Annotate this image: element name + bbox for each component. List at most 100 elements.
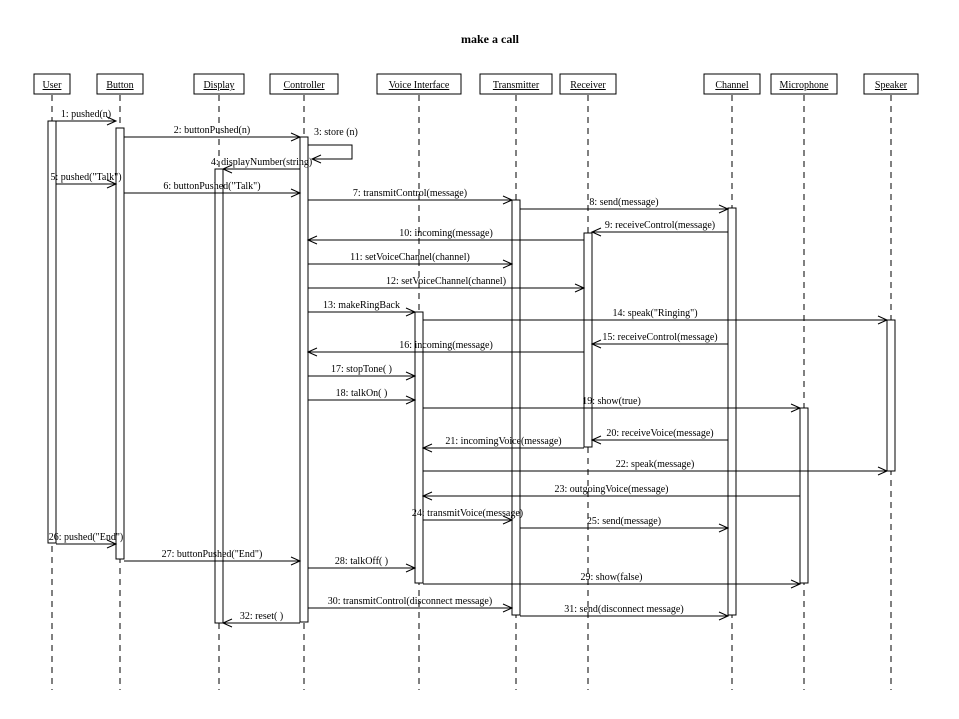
arrowhead	[502, 515, 514, 525]
message-12: 12: setVoiceChannel(channel)	[308, 276, 586, 293]
object-button: Button	[96, 73, 144, 95]
object-receiver: Receiver	[559, 73, 617, 95]
message-label: 8: send(message)	[589, 197, 658, 208]
object-box	[96, 73, 144, 95]
message-label: 5: pushed("Talk")	[50, 172, 121, 183]
arrowhead	[790, 403, 802, 413]
message-21: 21: incomingVoice(message)	[421, 436, 584, 453]
object-microphone: Microphone	[770, 73, 838, 95]
arrowhead	[405, 395, 417, 405]
arrowhead	[290, 556, 302, 566]
object-label: Channel	[715, 80, 749, 91]
arrowhead	[502, 603, 514, 613]
message-1: 1: pushed(n)	[56, 109, 118, 126]
object-label: Transmitter	[493, 80, 540, 91]
object-box	[559, 73, 617, 95]
message-label: 1: pushed(n)	[61, 109, 111, 120]
object-label: User	[43, 80, 63, 91]
message-20: 20: receiveVoice(message)	[590, 428, 728, 445]
arrowhead	[310, 154, 322, 164]
message-label: 28: talkOff( )	[335, 556, 388, 567]
arrowhead	[405, 371, 417, 381]
message-5: 5: pushed("Talk")	[50, 172, 122, 189]
arrowhead	[877, 315, 889, 325]
activation-bars	[47, 120, 896, 624]
message-label: 14: speak("Ringing")	[612, 308, 697, 319]
message-label: 18: talkOn( )	[336, 388, 388, 399]
message-label: 25: send(message)	[587, 516, 661, 527]
object-channel: Channel	[703, 73, 761, 95]
message-label: 17: stopTone( )	[331, 364, 392, 375]
arrowhead	[590, 227, 602, 237]
message-13: 13: makeRingBack	[308, 300, 417, 317]
arrowhead	[405, 563, 417, 573]
object-box	[33, 73, 71, 95]
object-transmitter: Transmitter	[479, 73, 553, 95]
message-label: 22: speak(message)	[616, 459, 695, 470]
message-label: 23: outgoingVoice(message)	[555, 484, 669, 495]
message-6: 6: buttonPushed("Talk")	[124, 181, 302, 198]
message-2: 2: buttonPushed(n)	[124, 125, 302, 142]
arrowhead	[106, 539, 118, 549]
arrowhead	[502, 195, 514, 205]
message-label: 15: receiveControl(message)	[602, 332, 717, 343]
message-14: 14: speak("Ringing")	[423, 308, 889, 325]
activation-microphone	[799, 407, 809, 584]
arrowhead	[718, 611, 730, 621]
arrowhead	[590, 435, 602, 445]
message-label: 26: pushed("End")	[49, 532, 124, 543]
arrowhead	[590, 339, 602, 349]
object-label: Voice Interface	[389, 80, 450, 91]
object-box	[863, 73, 919, 95]
object-label: Controller	[283, 80, 325, 91]
activation-receiver	[583, 232, 593, 448]
object-label: Display	[203, 80, 234, 91]
message-label: 31: send(disconnect message)	[564, 604, 683, 615]
arrowhead	[790, 579, 802, 589]
arrowhead	[405, 307, 417, 317]
message-9: 9: receiveControl(message)	[590, 220, 728, 237]
message-label: 19: show(true)	[582, 396, 641, 407]
message-label: 6: buttonPushed("Talk")	[163, 181, 260, 192]
message-arrow	[308, 144, 353, 160]
object-box	[193, 73, 245, 95]
message-31: 31: send(disconnect message)	[520, 604, 730, 621]
object-label: Receiver	[570, 80, 606, 91]
arrowhead	[718, 523, 730, 533]
arrowhead	[106, 116, 118, 126]
arrowhead	[574, 283, 586, 293]
object-box	[479, 73, 553, 95]
object-box	[376, 73, 462, 95]
message-label: 9: receiveControl(message)	[605, 220, 715, 231]
arrowhead	[221, 164, 233, 174]
message-10: 10: incoming(message)	[306, 228, 584, 245]
arrowhead	[877, 466, 889, 476]
message-11: 11: setVoiceChannel(channel)	[308, 252, 514, 269]
message-label: 4: displayNumber(string)	[211, 157, 312, 168]
object-label: Speaker	[875, 80, 908, 91]
messages: 1: pushed(n)2: buttonPushed(n)3: store (…	[49, 109, 889, 628]
message-7: 7: transmitControl(message)	[308, 188, 514, 205]
message-label: 29: show(false)	[581, 572, 643, 583]
message-label: 32: reset( )	[240, 611, 283, 622]
object-box	[269, 73, 339, 95]
activation-controller	[299, 136, 309, 623]
activation-user	[47, 120, 57, 544]
message-29: 29: show(false)	[423, 572, 802, 589]
message-24: 24: transmitVoice(message)	[412, 508, 523, 525]
message-4: 4: displayNumber(string)	[211, 157, 312, 174]
arrowhead	[502, 259, 514, 269]
object-headers: User Button Display Controller Voice Interfa…	[33, 73, 919, 95]
arrowhead	[718, 204, 730, 214]
arrowhead	[421, 443, 433, 453]
object-speaker: Speaker	[863, 73, 919, 95]
message-8: 8: send(message)	[520, 197, 730, 214]
arrowhead	[290, 188, 302, 198]
message-label: 7: transmitControl(message)	[353, 188, 467, 199]
message-label: 12: setVoiceChannel(channel)	[386, 276, 506, 287]
message-label: 16: incoming(message)	[399, 340, 493, 351]
message-23: 23: outgoingVoice(message)	[421, 484, 800, 501]
object-voice-interface: Voice Interface	[376, 73, 462, 95]
message-19: 19: show(true)	[423, 396, 802, 413]
